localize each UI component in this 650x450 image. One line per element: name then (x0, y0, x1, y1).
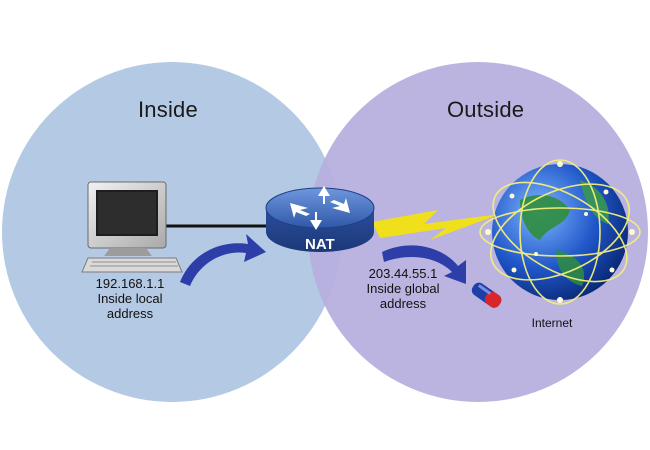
gateway-address-label: 203.44.55.1 Inside global address (348, 266, 458, 311)
router-label: NAT (305, 236, 335, 253)
translation-arrow-inside (180, 234, 266, 286)
lightning-bolt-icon (372, 210, 500, 240)
outside-title: Outside (447, 97, 525, 122)
gateway-caption-1: Inside global (366, 281, 440, 296)
pc-caption-1: Inside local (97, 291, 163, 306)
inside-title: Inside (138, 97, 198, 122)
outside-zone (308, 62, 648, 402)
gateway-caption-2: address (379, 296, 427, 311)
pc-address-label: 192.168.1.1 Inside local address (80, 276, 180, 321)
gateway-ip: 203.44.55.1 (368, 266, 438, 281)
internet-label: Internet (531, 316, 573, 330)
computer-icon (81, 181, 183, 273)
inside-zone (2, 62, 342, 402)
pc-ip: 192.168.1.1 (95, 276, 165, 291)
pc-caption-2: address (106, 306, 154, 321)
data-packet-icon (471, 282, 502, 308)
translation-arrow-outside (382, 245, 466, 284)
nat-router-icon (265, 186, 375, 252)
internet-globe-icon (479, 159, 641, 305)
